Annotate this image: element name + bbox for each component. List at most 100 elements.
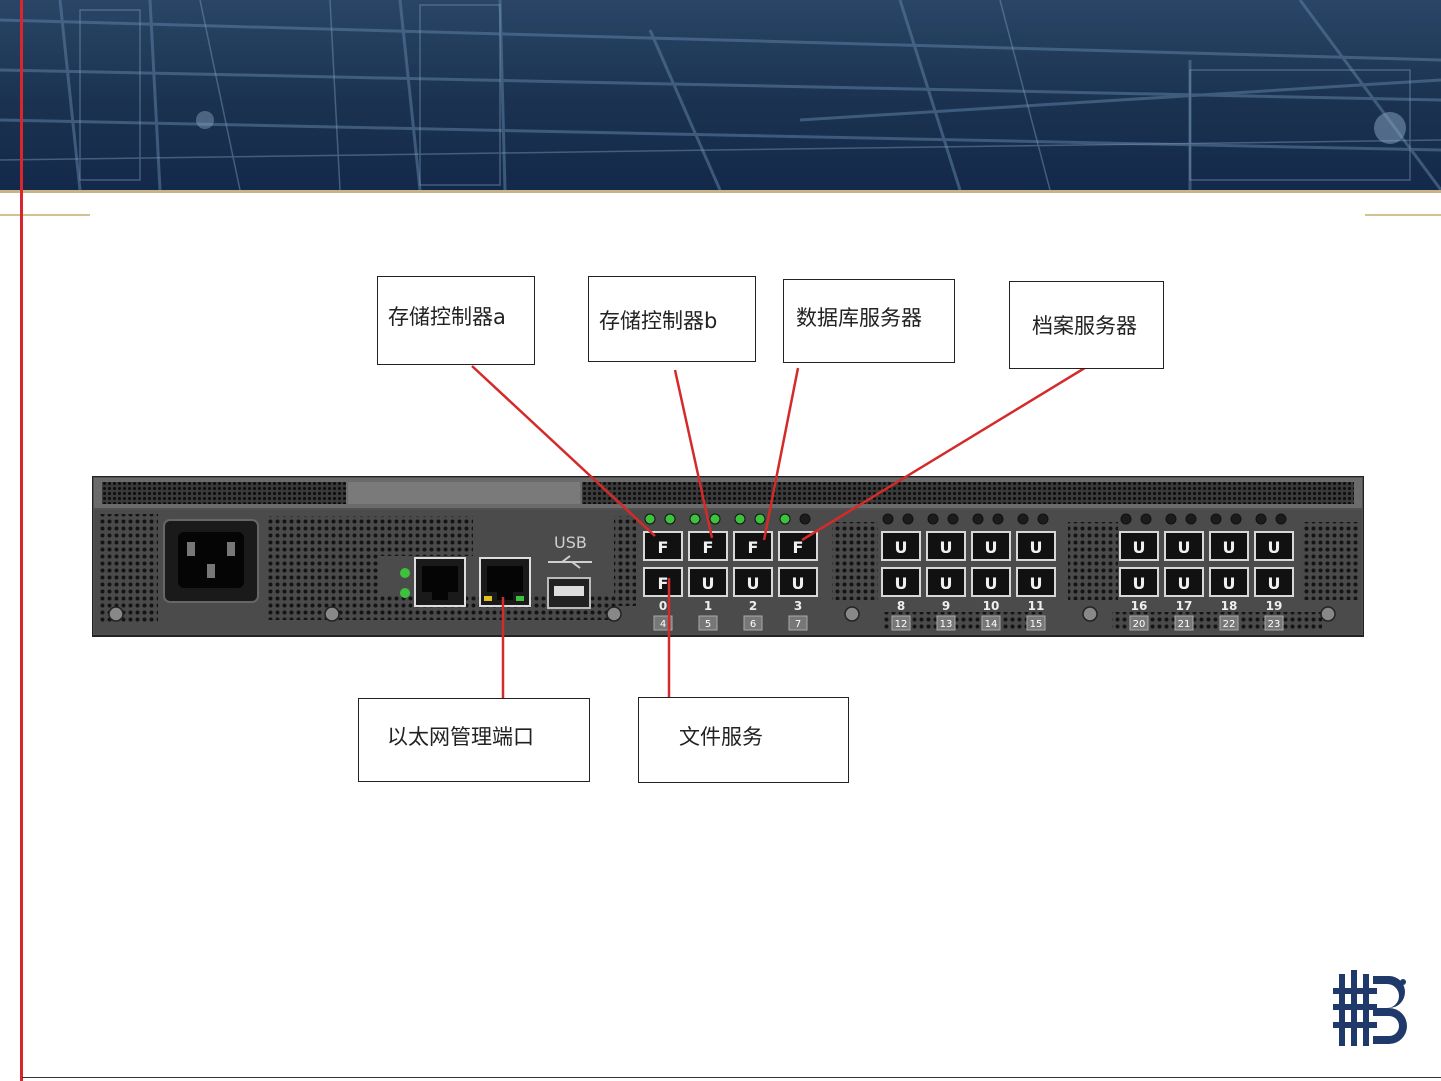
port-number-top: 16 [1131, 599, 1148, 613]
label-text: 文件服务 [679, 725, 763, 749]
port-number-top: 2 [749, 599, 757, 613]
sfp-port-icon[interactable]: U [1119, 531, 1159, 561]
port-number-bottom: 23 [1268, 619, 1281, 630]
port-number-bottom: 5 [705, 619, 711, 630]
label-archive-server: 档案服务器 [1009, 281, 1164, 369]
led-icon [709, 513, 721, 525]
sfp-port-icon[interactable]: U [926, 567, 966, 597]
led-icon [972, 513, 984, 525]
led-icon [664, 513, 676, 525]
port-type-label: U [1030, 538, 1043, 557]
led-icon [1255, 513, 1267, 525]
sfp-port-icon[interactable]: U [881, 531, 921, 561]
port-type-label: U [702, 574, 715, 593]
led-icon [1037, 513, 1049, 525]
port-number-bottom: 22 [1223, 619, 1236, 630]
sfp-port-icon[interactable]: U [1209, 567, 1249, 597]
left-accent-rule [20, 0, 23, 1081]
label-storage-controller-a: 存储控制器a [377, 276, 535, 365]
led-icon [902, 513, 914, 525]
sfp-port-icon[interactable]: U [881, 567, 921, 597]
usb-label: USB [554, 533, 587, 552]
usb-port-icon[interactable] [547, 577, 591, 609]
bottom-rule [22, 1077, 1441, 1078]
port-number-top: 10 [983, 599, 1000, 613]
port-number-top: 0 [659, 599, 667, 613]
sfp-port-icon[interactable]: U [1016, 531, 1056, 561]
banner-grid-graphic [0, 0, 1441, 190]
sfp-port-icon[interactable]: U [778, 567, 818, 597]
sfp-port-icon[interactable]: U [1209, 531, 1249, 561]
led-icon [1230, 513, 1242, 525]
rj45-port-icon[interactable] [479, 557, 531, 607]
port-number-top: 9 [942, 599, 950, 613]
rj45-port-icon[interactable] [414, 557, 466, 607]
label-text: 存储控制器b [599, 309, 718, 333]
port-type-label: F [793, 538, 804, 557]
led-icon [400, 568, 410, 578]
led-icon [927, 513, 939, 525]
port-type-label: U [985, 574, 998, 593]
sfp-port-icon[interactable]: F [733, 531, 773, 561]
port-type-label: F [703, 538, 714, 557]
led-icon [1275, 513, 1287, 525]
port-number-bottom: 4 [660, 619, 666, 630]
sfp-port-icon[interactable]: U [1119, 567, 1159, 597]
sfp-port-icon[interactable]: U [1254, 531, 1294, 561]
left-gold-rule [0, 214, 90, 216]
sfp-port-icon[interactable]: U [926, 531, 966, 561]
banner-node-icon [1374, 112, 1406, 144]
port-type-label: U [985, 538, 998, 557]
sfp-port-icon[interactable]: U [1164, 567, 1204, 597]
sfp-port-icon[interactable]: F [643, 531, 683, 561]
header-banner [0, 0, 1441, 190]
led-icon [1185, 513, 1197, 525]
port-number-bottom: 20 [1133, 619, 1146, 630]
led-icon [779, 513, 791, 525]
port-type-label: U [895, 538, 908, 557]
port-type-label: U [1178, 574, 1191, 593]
sfp-port-icon[interactable]: U [1164, 531, 1204, 561]
power-inlet-icon[interactable] [163, 519, 259, 603]
sfp-port-icon[interactable]: U [971, 531, 1011, 561]
led-icon [1165, 513, 1177, 525]
sfp-port-icon[interactable]: F [688, 531, 728, 561]
label-text: 存储控制器a [388, 305, 506, 329]
port-type-label: U [792, 574, 805, 593]
led-icon [1140, 513, 1152, 525]
led-icon [734, 513, 746, 525]
banner-divider [0, 190, 1441, 193]
screw-icon [108, 606, 1336, 622]
sfp-port-icon[interactable]: U [1016, 567, 1056, 597]
sfp-port-icon[interactable]: U [688, 567, 728, 597]
led-icon [799, 513, 811, 525]
port-type-label: F [658, 574, 669, 593]
sfp-port-icon[interactable]: U [971, 567, 1011, 597]
sfp-port-icon[interactable]: F [643, 567, 683, 597]
sfp-port-icon[interactable]: U [1254, 567, 1294, 597]
port-number-bottom: 14 [985, 619, 998, 630]
port-number-top: 17 [1176, 599, 1193, 613]
led-icon [1210, 513, 1222, 525]
port-type-label: F [658, 538, 669, 557]
led-icon [882, 513, 894, 525]
sfp-port-icon[interactable]: F [778, 531, 818, 561]
label-ethernet-mgmt-port: 以太网管理端口 [358, 698, 590, 782]
led-icon [754, 513, 766, 525]
usb-trident-icon [548, 555, 592, 569]
led-icon [947, 513, 959, 525]
port-type-label: U [1223, 538, 1236, 557]
mgmt-port-leds [400, 568, 410, 598]
port-number-bottom: 6 [750, 619, 756, 630]
port-type-label: U [1268, 538, 1281, 557]
label-text: 档案服务器 [1032, 314, 1137, 338]
sfp-port-icon[interactable]: U [733, 567, 773, 597]
label-file-service: 文件服务 [638, 697, 849, 783]
led-icon [992, 513, 1004, 525]
port-type-label: F [748, 538, 759, 557]
port-type-label: U [1223, 574, 1236, 593]
port-type-label: U [1268, 574, 1281, 593]
port-type-label: U [940, 538, 953, 557]
